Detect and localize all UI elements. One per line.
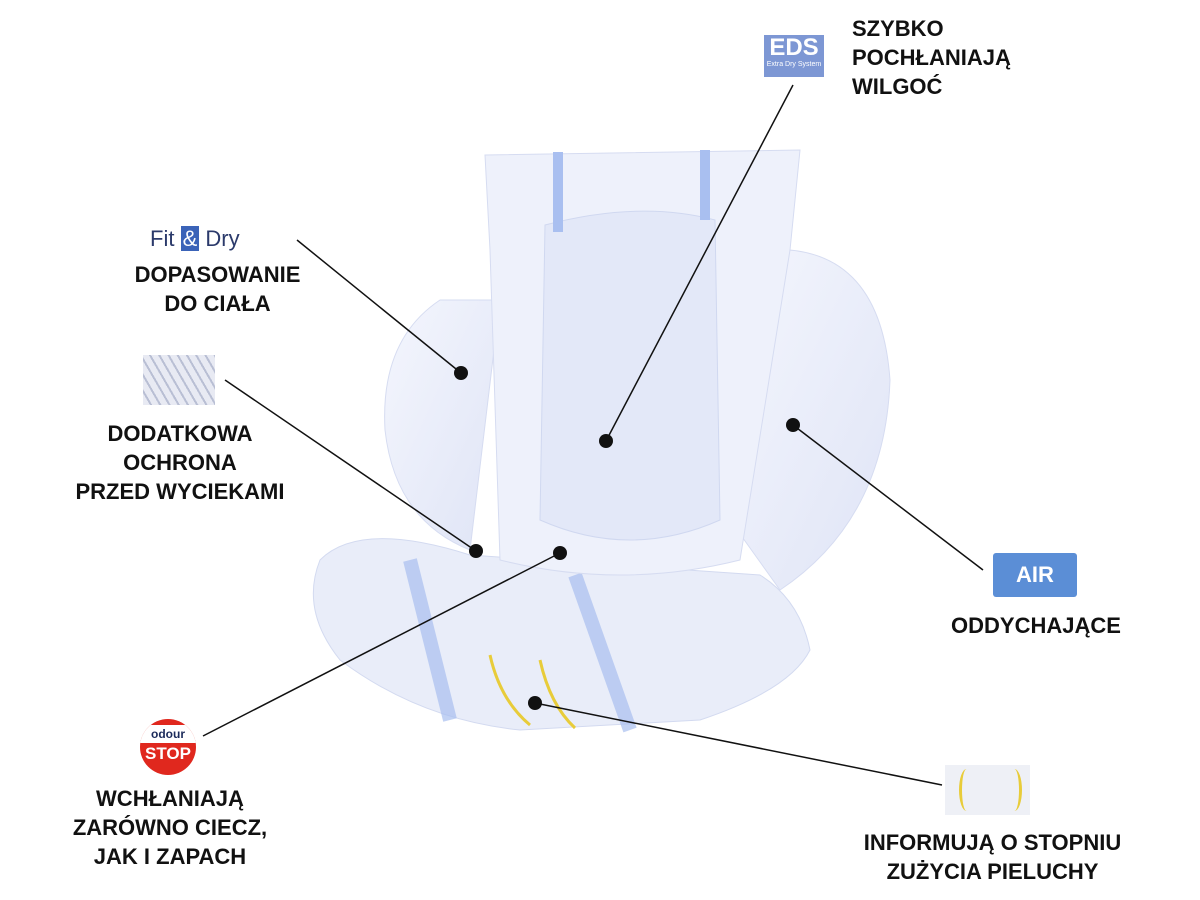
air-label: ODDYCHAJĄCE: [951, 613, 1121, 638]
leak-barrier-icon: [143, 355, 215, 405]
fit-dry-logo-icon: Fit & Dry: [150, 226, 240, 251]
marker-dots: [454, 366, 800, 710]
wetness-indicator-icon: [945, 765, 1030, 815]
odour-stop-icon: odour STOP: [140, 719, 196, 775]
indicator-label: INFORMUJĄ O STOPNIU ZUŻYCIA PIELUCHY: [863, 830, 1122, 884]
eds-logo-icon: EDS Extra Dry System: [764, 35, 824, 77]
air-logo-icon: AIR: [993, 553, 1077, 597]
fit-dry-label: DOPASOWANIE DO CIAŁA: [134, 262, 301, 316]
leader-lines: [202, 84, 984, 786]
odour-label: WCHŁANIAJĄ ZARÓWNO CIECZ, JAK I ZAPACH: [72, 786, 268, 869]
leak-label: DODATKOWA OCHRONA PRZED WYCIEKAMI: [75, 421, 285, 504]
eds-label: SZYBKO POCHŁANIAJĄ WILGOĆ: [852, 16, 1011, 99]
